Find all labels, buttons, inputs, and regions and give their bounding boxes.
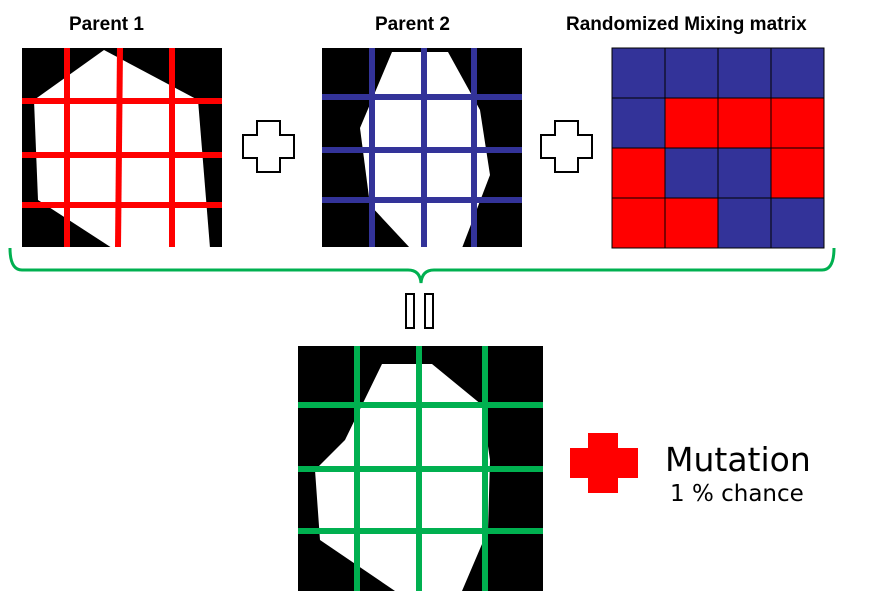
mixing-cell-blue [770,47,825,99]
mixing-cell-blue [717,47,772,99]
mixing-matrix-label: Randomized Mixing matrix [566,14,807,35]
mutation-label: Mutation [665,440,811,479]
plus-icon [242,120,295,173]
mixing-cell-red [611,197,666,249]
down-arrow-icon [405,293,434,329]
mixing-matrix [611,47,825,249]
mixing-cell-blue [611,97,666,149]
mixing-cell-blue [664,47,719,99]
parent1-label: Parent 1 [69,14,144,35]
mixing-cell-red [664,197,719,249]
mixing-cell-red [770,147,825,199]
mixing-cell-blue [717,197,772,249]
plus-icon [540,120,593,173]
child-grid [298,346,543,591]
mixing-cell-red [770,97,825,149]
mutation-chance-label: 1 % chance [670,481,804,507]
mixing-cell-blue [664,147,719,199]
parent2-label: Parent 2 [375,14,450,35]
child-image [298,346,543,591]
mutation-cross-icon [570,433,638,493]
mixing-cell-blue [611,47,666,99]
parent1-image [22,47,222,248]
parent2-image [322,48,522,248]
mixing-cell-red [717,97,772,149]
brace [8,247,836,284]
parent2-grid [322,48,522,247]
mixing-cell-blue [770,197,825,249]
parent1-grid [22,47,222,248]
mixing-cell-red [664,97,719,149]
mixing-cell-red [611,147,666,199]
mixing-cell-blue [717,147,772,199]
